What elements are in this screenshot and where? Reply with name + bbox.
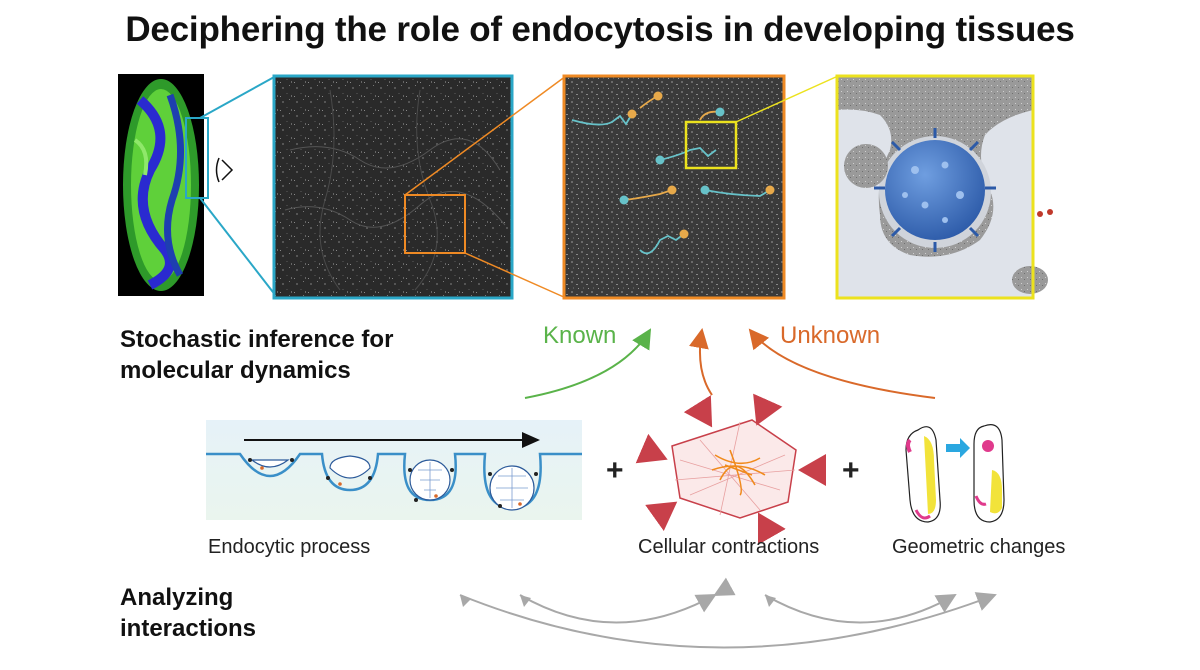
unknown-label: Unknown: [780, 322, 881, 349]
cellular-contractions-caption: Cellular contractions: [638, 536, 820, 558]
virus-icon: [874, 128, 996, 252]
geometric-changes-caption: Geometric changes: [892, 536, 1066, 558]
page-title: Deciphering the role of endocytosis in d…: [125, 10, 1075, 49]
particle-tracks-panel: [562, 74, 786, 300]
stochastic-inference-heading: Stochastic inference for molecular dynam…: [120, 324, 393, 386]
transition-arrow-icon: [946, 438, 970, 458]
geometric-changes-illustration: [905, 424, 1005, 523]
known-label: Known: [543, 322, 617, 349]
cellular-contractions-illustration: [635, 393, 826, 545]
zoom-connector-4: [464, 252, 567, 299]
eye-icon: [215, 157, 234, 183]
unknown-arrow-geometric: [748, 328, 936, 399]
plus-sign-2: +: [842, 454, 860, 487]
analyzing-heading-line-2: interactions: [120, 615, 257, 642]
analyzing-interactions-heading: Analyzing interactions: [120, 582, 256, 644]
embryo-image: [118, 74, 209, 296]
interaction-arrows: [459, 577, 997, 649]
endocytic-process-caption: Endocytic process: [208, 536, 371, 558]
analyzing-heading-line-1: Analyzing: [120, 584, 234, 611]
known-arrow: [524, 328, 652, 399]
stochastic-heading-line-1: Stochastic inference for: [120, 326, 394, 353]
virus-render-panel: [835, 74, 1053, 300]
zoom-connector-1: [199, 75, 277, 119]
endocytic-process-illustration: [206, 420, 582, 520]
zoom-connector-3: [404, 75, 567, 196]
stochastic-heading-line-2: molecular dynamics: [120, 357, 351, 384]
zoom-connector-2: [199, 197, 277, 297]
tissue-microscopy-panel: [272, 74, 514, 300]
plus-sign-1: +: [606, 454, 624, 487]
zoom-connector-5: [735, 75, 839, 123]
unknown-arrow-contractions: [689, 328, 713, 396]
